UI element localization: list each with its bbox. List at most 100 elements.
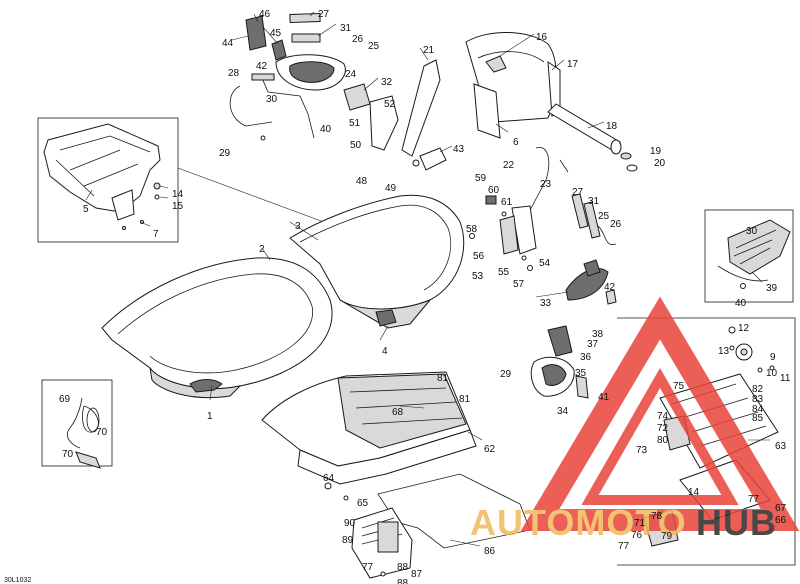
callout-60: 60 (488, 185, 500, 196)
callout-68: 68 (392, 407, 404, 418)
inset-box-heater (704, 209, 794, 303)
callout-39: 39 (766, 283, 778, 294)
watermark-text-automoto: AUTOMOTO (470, 502, 687, 543)
callout-86: 86 (484, 546, 496, 557)
watermark-text-hub: HUB (696, 502, 777, 543)
callout-55: 55 (498, 267, 510, 278)
callout-22: 22 (503, 160, 515, 171)
strap-set-right (565, 193, 617, 305)
callout-26: 26 (352, 34, 364, 45)
callout-31: 31 (340, 23, 352, 34)
callout-51: 51 (349, 118, 361, 129)
callout-78: 78 (651, 511, 663, 522)
callout-72: 72 (657, 423, 669, 434)
callout-26: 26 (610, 219, 622, 230)
callout-29: 29 (500, 369, 512, 380)
callout-59: 59 (475, 173, 487, 184)
callout-42: 42 (256, 61, 268, 72)
callout-62: 62 (484, 444, 496, 455)
callout-54: 54 (539, 258, 551, 269)
callout-81: 81 (437, 373, 449, 384)
callout-61: 61 (501, 197, 513, 208)
callout-13: 13 (718, 346, 730, 357)
callout-43: 43 (453, 144, 465, 155)
callout-84: 84 (752, 404, 764, 415)
callout-5: 5 (83, 204, 89, 215)
callout-71: 71 (634, 518, 646, 529)
callout-48: 48 (356, 176, 368, 187)
callout-10: 10 (766, 368, 778, 379)
callout-88: 88 (397, 562, 409, 573)
callout-1: 1 (207, 411, 213, 422)
callout-19: 19 (650, 146, 662, 157)
callout-37: 37 (587, 339, 599, 350)
callout-38: 38 (592, 329, 604, 340)
callout-70: 70 (96, 427, 108, 438)
watermark-logo: AUTOMOTO HUB (470, 296, 800, 543)
callout-83: 83 (752, 394, 764, 405)
callout-53: 53 (472, 271, 484, 282)
callout-24: 24 (345, 69, 357, 80)
callout-66: 66 (775, 515, 787, 526)
callout-34: 34 (557, 406, 569, 417)
callout-85: 85 (752, 413, 764, 424)
heater-element (717, 219, 791, 289)
callout-18: 18 (606, 121, 618, 132)
callout-58: 58 (466, 224, 478, 235)
callout-63: 63 (775, 441, 787, 452)
callout-50: 50 (350, 140, 362, 151)
callout-67: 67 (775, 503, 787, 514)
backrest (465, 32, 561, 139)
arrow-line (177, 167, 341, 229)
callout-27: 27 (572, 187, 584, 198)
callout-31: 31 (588, 196, 600, 207)
callout-9: 9 (770, 352, 776, 363)
callout-89: 89 (342, 535, 354, 546)
leader-lines (85, 11, 770, 547)
callout-40: 40 (320, 124, 332, 135)
callout-77: 77 (362, 562, 374, 573)
callout-77: 77 (748, 494, 760, 505)
callout-87: 87 (411, 569, 423, 580)
callout-69: 69 (59, 394, 71, 405)
callout-73: 73 (636, 445, 648, 456)
callout-33: 33 (540, 298, 552, 309)
callout-23: 23 (540, 179, 552, 190)
callout-88: 88 (397, 578, 409, 584)
callout-49: 49 (385, 183, 397, 194)
callout-52: 52 (384, 99, 396, 110)
callout-90: 90 (344, 518, 356, 529)
frame-assembly (43, 123, 161, 230)
callout-17: 17 (567, 59, 579, 70)
release-handle (469, 147, 569, 271)
callout-40: 40 (735, 298, 747, 309)
callout-77: 77 (618, 541, 630, 552)
callout-82: 82 (752, 384, 764, 395)
callout-80: 80 (657, 435, 669, 446)
callout-3: 3 (295, 221, 301, 232)
inset-box-base (617, 317, 796, 566)
callout-14: 14 (688, 487, 700, 498)
callout-42: 42 (604, 282, 616, 293)
callout-70: 70 (62, 449, 74, 460)
callout-2: 2 (259, 244, 265, 255)
callout-46: 46 (259, 9, 271, 20)
callout-6: 6 (513, 137, 519, 148)
callout-11: 11 (780, 373, 791, 384)
callout-65: 65 (357, 498, 369, 509)
inset-box-wiring (41, 379, 113, 467)
inset-box-frame (37, 117, 179, 243)
bracket-43 (419, 147, 447, 171)
callout-76: 76 (631, 530, 643, 541)
callout-35: 35 (575, 368, 587, 379)
module-box (351, 507, 413, 579)
callout-74: 74 (657, 411, 669, 422)
wiring-loop (66, 397, 101, 469)
passenger-seat (289, 194, 465, 329)
callout-57: 57 (513, 279, 525, 290)
callout-28: 28 (228, 68, 240, 79)
callout-44: 44 (222, 38, 234, 49)
callout-20: 20 (654, 158, 666, 169)
